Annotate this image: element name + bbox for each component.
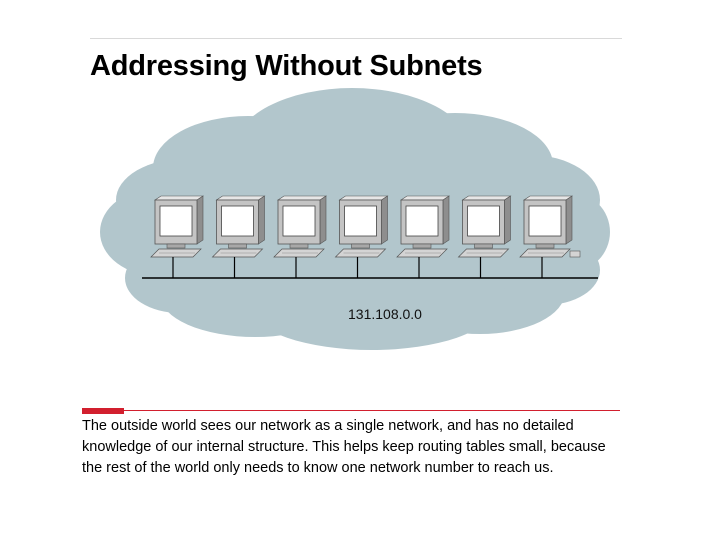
top-rule bbox=[90, 38, 622, 39]
desktop-computer-icon bbox=[396, 195, 450, 278]
body-text: The outside world sees our network as a … bbox=[82, 418, 606, 476]
desktop-computer-icon bbox=[211, 195, 266, 278]
hosts-group bbox=[150, 195, 581, 278]
desktop-computer-icon bbox=[150, 195, 204, 278]
bus-terminator bbox=[569, 250, 581, 258]
divider-line bbox=[124, 410, 620, 411]
network-address-label: 131.108.0.0 bbox=[348, 306, 422, 322]
desktop-computer-icon bbox=[273, 195, 327, 278]
desktop-computer-icon bbox=[334, 195, 389, 278]
slide-title: Addressing Without Subnets bbox=[90, 50, 483, 82]
accent-bar bbox=[82, 408, 124, 414]
desktop-computer-icon bbox=[457, 195, 512, 278]
desktop-computer-icon bbox=[519, 195, 573, 278]
